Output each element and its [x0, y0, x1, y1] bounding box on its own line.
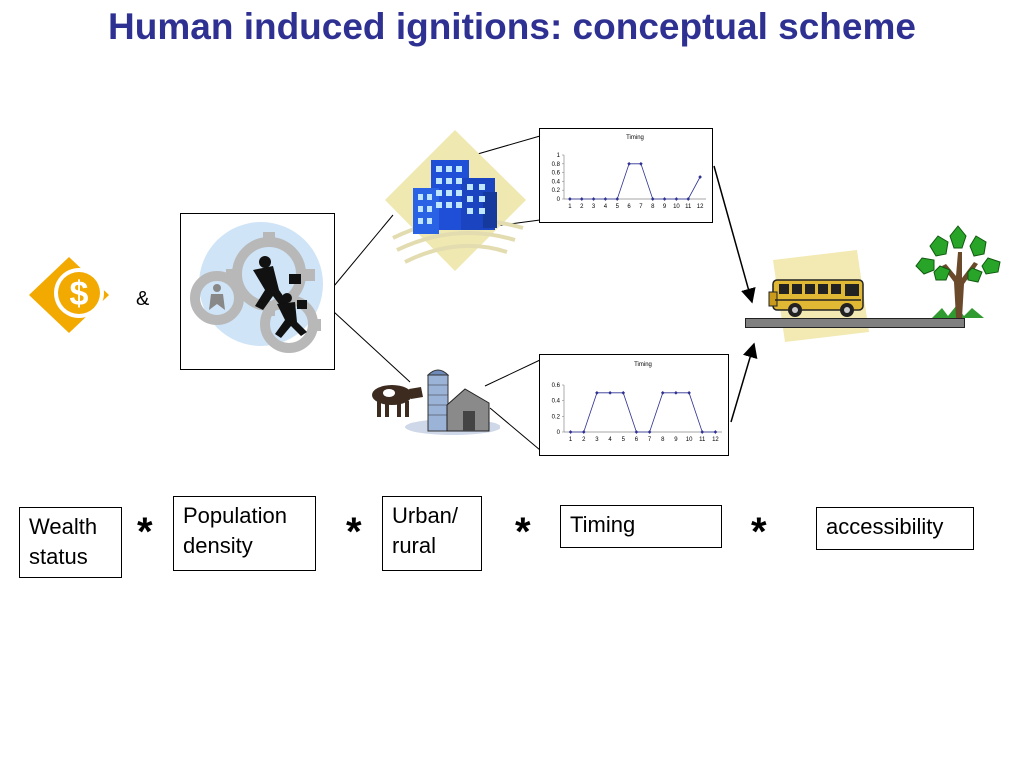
data-point — [608, 390, 612, 395]
x-tick-label: 11 — [699, 437, 706, 443]
x-tick-label: 1 — [568, 204, 572, 210]
people-image-frame — [180, 213, 335, 370]
data-point — [568, 197, 572, 201]
y-tick-label: 0 — [557, 430, 561, 436]
y-tick-label: 0.2 — [552, 414, 561, 420]
y-tick-label: 0 — [557, 197, 561, 203]
data-point — [660, 390, 665, 395]
x-tick-label: 1 — [569, 437, 573, 443]
road-bar — [745, 318, 965, 328]
data-point — [650, 197, 655, 201]
data-point — [581, 430, 586, 434]
x-tick-label: 10 — [673, 204, 680, 210]
data-point — [621, 390, 626, 395]
data-point — [647, 430, 652, 434]
y-tick-label: 0.4 — [552, 399, 561, 405]
x-tick-label: 10 — [686, 437, 693, 443]
x-tick-label: 6 — [627, 204, 631, 210]
x-tick-label: 12 — [712, 437, 719, 443]
wealth-status-term: Wealth status — [19, 507, 122, 578]
x-tick-label: 9 — [674, 437, 678, 443]
data-point — [568, 430, 573, 434]
y-tick-label: 0.4 — [552, 179, 561, 185]
x-tick-label: 5 — [616, 204, 620, 210]
data-point — [615, 197, 620, 201]
school-bus-icon — [768, 250, 869, 342]
data-point — [627, 161, 631, 166]
line-rural-chart-bottom — [489, 407, 541, 451]
multiply-operator: * — [751, 510, 767, 554]
timing-term: Timing — [560, 505, 722, 548]
chart-title: Timing — [626, 135, 644, 141]
business-people-gears-icon — [190, 222, 323, 353]
data-point — [591, 197, 596, 201]
urban-rural-term: Urban/ rural — [382, 496, 482, 571]
svg-text:$: $ — [70, 275, 89, 313]
x-tick-label: 12 — [697, 204, 704, 210]
chart-title: Timing — [634, 362, 652, 368]
ampersand: & — [136, 288, 150, 310]
y-tick-label: 1 — [557, 153, 561, 159]
population-density-term: Population density — [173, 496, 316, 571]
x-tick-label: 3 — [595, 437, 599, 443]
y-tick-label: 0.6 — [552, 171, 561, 177]
x-tick-label: 3 — [592, 204, 596, 210]
x-tick-label: 9 — [663, 204, 667, 210]
y-tick-label: 0.2 — [552, 188, 561, 194]
data-point — [698, 175, 702, 179]
arrow-lower — [730, 342, 758, 423]
y-tick-label: 0.6 — [552, 383, 561, 389]
data-point — [603, 197, 608, 201]
x-tick-label: 8 — [661, 437, 665, 443]
arrow-upper — [713, 165, 756, 304]
series-line — [569, 163, 701, 200]
tree-icon — [915, 225, 1001, 318]
data-point — [579, 197, 584, 201]
x-tick-label: 4 — [608, 437, 612, 443]
series-line — [570, 392, 716, 433]
multiply-operator: * — [346, 510, 362, 554]
city-buildings-icon — [385, 130, 526, 271]
y-tick-label: 0.8 — [552, 162, 561, 168]
data-point — [595, 390, 599, 395]
line-to-rural — [333, 311, 411, 383]
data-point — [686, 197, 691, 201]
data-point — [639, 161, 643, 166]
data-point — [674, 197, 679, 201]
x-tick-label: 7 — [648, 437, 652, 443]
x-tick-label: 5 — [622, 437, 626, 443]
dollar-coin-icon: $ — [29, 257, 109, 333]
line-to-urban — [333, 214, 394, 287]
farm-cow-silo-icon — [372, 369, 500, 435]
multiply-operator: * — [515, 510, 531, 554]
accessibility-term: accessibility — [816, 507, 974, 550]
multiply-operator: * — [137, 510, 153, 554]
x-tick-label: 6 — [635, 437, 639, 443]
line-rural-chart-top — [484, 359, 541, 387]
data-point — [662, 197, 667, 201]
x-tick-label: 2 — [580, 204, 584, 210]
x-tick-label: 11 — [685, 204, 692, 210]
slide-title: Human induced ignitions: conceptual sche… — [108, 6, 916, 47]
data-point — [674, 390, 678, 395]
data-point — [634, 430, 639, 434]
x-tick-label: 2 — [582, 437, 586, 443]
x-tick-label: 7 — [639, 204, 643, 210]
x-tick-label: 4 — [604, 204, 608, 210]
data-point — [687, 390, 691, 395]
data-point — [700, 430, 705, 434]
data-point — [713, 430, 718, 434]
x-tick-label: 8 — [651, 204, 655, 210]
